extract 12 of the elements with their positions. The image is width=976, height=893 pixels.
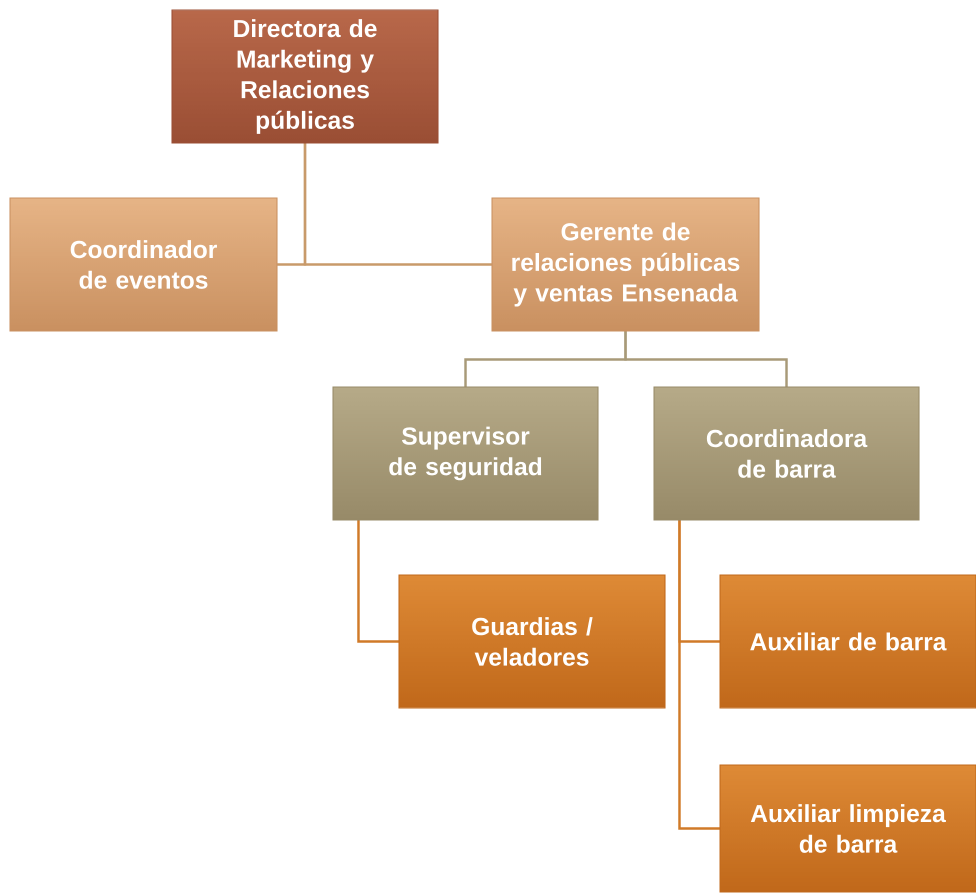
org-box: Directora de Marketing y Relaciones públicas bbox=[171, 9, 439, 144]
org-box: Auxiliar limpieza de barra bbox=[719, 764, 976, 893]
connector-line bbox=[624, 332, 788, 386]
org-box: Auxiliar de barra bbox=[719, 574, 976, 709]
connector-line bbox=[357, 520, 398, 643]
connector-line bbox=[678, 520, 720, 830]
connector-line bbox=[304, 144, 492, 266]
org-box: Gerente de relaciones públicas y ventas Ensenada bbox=[491, 197, 760, 332]
org-box: Coordinadora de barra bbox=[653, 386, 920, 521]
org-box: Coordinador de eventos bbox=[9, 197, 278, 332]
org-box: Guardias / veladores bbox=[398, 574, 666, 709]
org-box: Supervisor de seguridad bbox=[332, 386, 599, 521]
